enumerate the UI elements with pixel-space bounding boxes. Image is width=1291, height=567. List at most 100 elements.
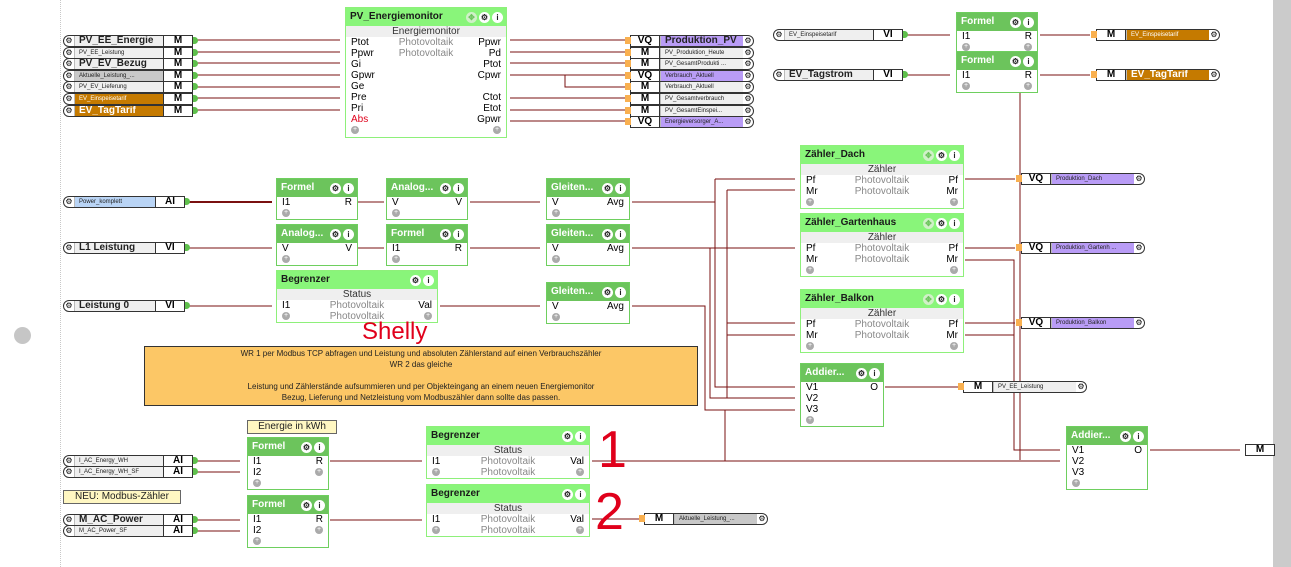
gear-icon[interactable]: ⚙ <box>65 94 73 103</box>
add-input-icon[interactable]: + <box>806 416 814 424</box>
connector-pin[interactable] <box>903 31 908 38</box>
output-port[interactable]: O <box>870 382 878 393</box>
input-port[interactable]: I1 <box>282 197 291 208</box>
input-port[interactable]: Mr <box>806 330 818 341</box>
move-icon[interactable]: ✥ <box>923 150 934 161</box>
info-icon[interactable]: i <box>1133 431 1144 442</box>
add-output-icon[interactable]: + <box>950 266 958 274</box>
output-port[interactable]: Mr <box>946 186 958 197</box>
block-header[interactable]: Formel⚙i <box>957 13 1037 31</box>
vertical-scrollbar[interactable] <box>1273 0 1291 567</box>
block-header[interactable]: Zähler_Dach✥⚙i <box>801 146 963 164</box>
output-port[interactable]: R <box>315 514 323 525</box>
input-port[interactable]: Pf <box>806 319 816 330</box>
gear-icon[interactable]: ⚙ <box>301 500 312 511</box>
move-icon[interactable]: ✥ <box>923 218 934 229</box>
add-input-icon[interactable]: + <box>432 526 440 534</box>
gear-icon[interactable]: ⚙ <box>856 368 867 379</box>
info-icon[interactable]: i <box>343 183 354 194</box>
gear-icon[interactable]: ⚙ <box>440 183 451 194</box>
connector-pin[interactable] <box>625 60 631 68</box>
input-port[interactable]: V3 <box>1072 467 1085 478</box>
gear-icon[interactable]: ⚙ <box>744 82 752 92</box>
connector-pin[interactable] <box>193 527 198 534</box>
add-input-icon[interactable]: + <box>282 255 290 263</box>
connector-pin[interactable] <box>625 37 631 44</box>
block-header[interactable]: Formel⚙i <box>277 179 357 197</box>
gear-icon[interactable]: ⚙ <box>330 183 341 194</box>
output-port[interactable]: Cpwr <box>477 70 501 81</box>
output-port[interactable]: Ptot <box>483 59 501 70</box>
connector-pin[interactable] <box>958 383 964 390</box>
input-port[interactable]: V <box>392 197 399 208</box>
input-port[interactable]: V2 <box>806 393 819 404</box>
add-output-icon[interactable]: + <box>493 126 501 134</box>
output-port[interactable]: R <box>315 456 323 467</box>
gear-icon[interactable]: ⚙ <box>775 70 783 79</box>
connector-pin[interactable] <box>625 71 631 79</box>
comment-note[interactable]: WR 1 per Modbus TCP abfragen und Leistun… <box>144 346 698 406</box>
info-icon[interactable]: i <box>615 183 626 194</box>
info-icon[interactable]: i <box>949 150 960 161</box>
block-header[interactable]: Formel⚙i <box>957 52 1037 70</box>
output-port[interactable]: Pd <box>488 48 501 59</box>
add-output-icon[interactable]: + <box>950 342 958 350</box>
info-icon[interactable]: i <box>949 218 960 229</box>
connector-pin[interactable] <box>1091 71 1097 78</box>
connector-pin[interactable] <box>193 457 198 464</box>
output-port[interactable]: Pf <box>948 175 958 186</box>
connector-pin[interactable] <box>1016 319 1022 326</box>
input-port[interactable]: Ge <box>351 81 365 92</box>
block-header[interactable]: Analog...⚙i <box>387 179 467 197</box>
output-port[interactable]: R <box>454 243 462 254</box>
output-port[interactable]: V <box>345 243 352 254</box>
output-port[interactable]: Mr <box>946 254 958 265</box>
gear-icon[interactable]: ⚙ <box>562 431 573 442</box>
connector-pin[interactable] <box>193 106 198 114</box>
gear-icon[interactable]: ⚙ <box>744 105 752 115</box>
input-port[interactable]: V2 <box>1072 456 1085 467</box>
gear-icon[interactable]: ⚙ <box>744 94 752 103</box>
info-icon[interactable]: i <box>575 489 586 500</box>
gear-icon[interactable]: ⚙ <box>744 117 752 127</box>
input-port[interactable]: I2 <box>253 525 262 536</box>
output-port[interactable]: Pf <box>948 243 958 254</box>
connector-pin[interactable] <box>625 118 631 126</box>
output-port[interactable]: Gpwr <box>477 114 501 125</box>
input-port[interactable]: Ppwr <box>351 48 374 59</box>
energie-tag[interactable]: Energie in kWh <box>247 420 337 434</box>
block-header[interactable]: Formel⚙i <box>248 496 328 514</box>
input-port[interactable]: Ptot <box>351 37 369 48</box>
gear-icon[interactable]: ⚙ <box>301 442 312 453</box>
connector-pin[interactable] <box>625 95 631 102</box>
output-port[interactable]: V <box>455 197 462 208</box>
selection-dot[interactable] <box>14 327 31 344</box>
block-header[interactable]: Addier...⚙i <box>801 364 883 382</box>
output-port[interactable]: Val <box>570 514 584 525</box>
gear-icon[interactable]: ⚙ <box>744 36 752 45</box>
output-port[interactable]: R <box>1024 31 1032 42</box>
add-input-icon[interactable]: + <box>282 209 290 217</box>
connector-pin[interactable] <box>625 106 631 114</box>
output-port[interactable]: Val <box>570 456 584 467</box>
gear-icon[interactable]: ⚙ <box>936 150 947 161</box>
add-input-icon[interactable]: + <box>253 537 261 545</box>
